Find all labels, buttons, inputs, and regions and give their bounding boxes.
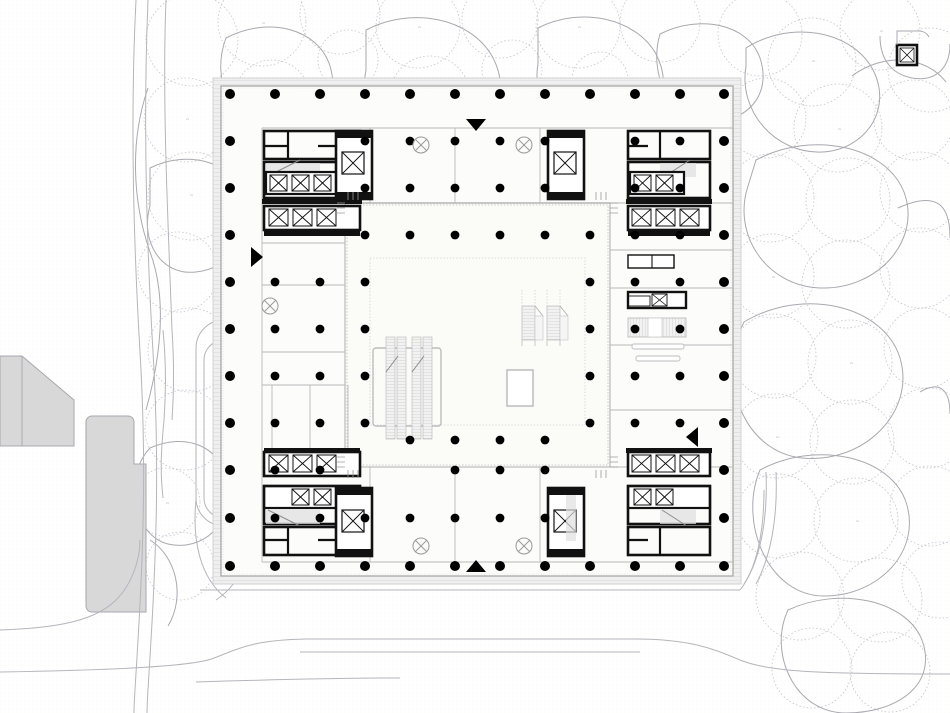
column-row-top bbox=[225, 89, 729, 99]
canopy-label: 2x bbox=[186, 117, 190, 121]
escalator-pair bbox=[372, 336, 442, 440]
column-interior bbox=[270, 136, 685, 523]
column-col-left bbox=[225, 136, 235, 523]
stair-flight-b bbox=[546, 290, 569, 346]
courtyard-dash-2 bbox=[369, 257, 586, 426]
downpipe-markers bbox=[261, 136, 533, 555]
core-southwest bbox=[262, 448, 362, 557]
downpipe-marker-3 bbox=[261, 297, 279, 315]
core-northeast bbox=[626, 129, 712, 236]
entrance-arrow-east bbox=[686, 427, 698, 447]
courtyard-dash-1 bbox=[346, 204, 609, 466]
lift-bank-ne-mid bbox=[633, 174, 674, 192]
core-northwest bbox=[262, 129, 362, 236]
east-bench-2 bbox=[635, 355, 681, 362]
entrance-arrow-north bbox=[466, 119, 486, 131]
central-courtyard bbox=[344, 202, 611, 468]
slab-inner-dash bbox=[222, 87, 732, 575]
lift-bank-ne-upper bbox=[631, 208, 700, 227]
canopy-label: 2x bbox=[262, 21, 266, 25]
courtyard-corner-steps bbox=[337, 192, 618, 478]
canopy-annotations: 2x 2x 2x 2x 2x 2x 2x 2x 2x 2x 2x 2x 2x bbox=[166, 21, 884, 523]
canopy-label: 2x bbox=[838, 127, 842, 131]
column-col-right bbox=[719, 136, 729, 523]
canopy-label: 2x bbox=[190, 193, 194, 197]
canopy-label: 2x bbox=[850, 361, 854, 365]
lift-bank-se-lower bbox=[631, 454, 700, 473]
column-grid bbox=[225, 89, 729, 571]
lift-bank-se-mid bbox=[633, 488, 674, 506]
core-southeast bbox=[626, 448, 712, 557]
detached-pavilion bbox=[895, 30, 930, 67]
lift-bank-nw-mid bbox=[269, 174, 332, 192]
lift-bank-sw-mid bbox=[291, 488, 332, 506]
building-footprint-west-slab bbox=[85, 415, 147, 613]
lift-lobby-south-left bbox=[334, 486, 374, 558]
building-footprint-west-wedge bbox=[0, 355, 75, 447]
canopy-label: 2x bbox=[880, 29, 884, 33]
canopy-label: 2x bbox=[812, 59, 816, 63]
kiosk-rectangle bbox=[506, 369, 534, 407]
canopy-label: 2x bbox=[418, 25, 422, 29]
canopy-label: 2x bbox=[578, 25, 582, 29]
canopy-label: 2x bbox=[166, 501, 170, 505]
column-row-bottom bbox=[225, 561, 729, 571]
canopy-label: 2x bbox=[856, 519, 860, 523]
lift-bank-nw-upper bbox=[268, 208, 337, 227]
east-bench-1 bbox=[631, 343, 685, 350]
courtyard-outline bbox=[344, 202, 611, 468]
downpipe-marker-1 bbox=[412, 136, 430, 154]
entrance-arrow-west bbox=[251, 247, 263, 267]
east-small-room bbox=[627, 254, 675, 269]
lift-lobby-north-right bbox=[546, 129, 586, 201]
entrance-arrow-south bbox=[466, 560, 486, 572]
east-wing-rooms bbox=[626, 254, 688, 362]
stair-flight-a bbox=[521, 290, 544, 346]
canopy-label: 2x bbox=[772, 275, 776, 279]
downpipe-marker-4 bbox=[412, 537, 430, 555]
canopy-label: 2x bbox=[776, 435, 780, 439]
lift-lobby-south-right bbox=[546, 486, 586, 558]
downpipe-marker-5 bbox=[515, 537, 533, 555]
entrance-arrows bbox=[251, 119, 698, 572]
downpipe-marker-2 bbox=[515, 136, 533, 154]
